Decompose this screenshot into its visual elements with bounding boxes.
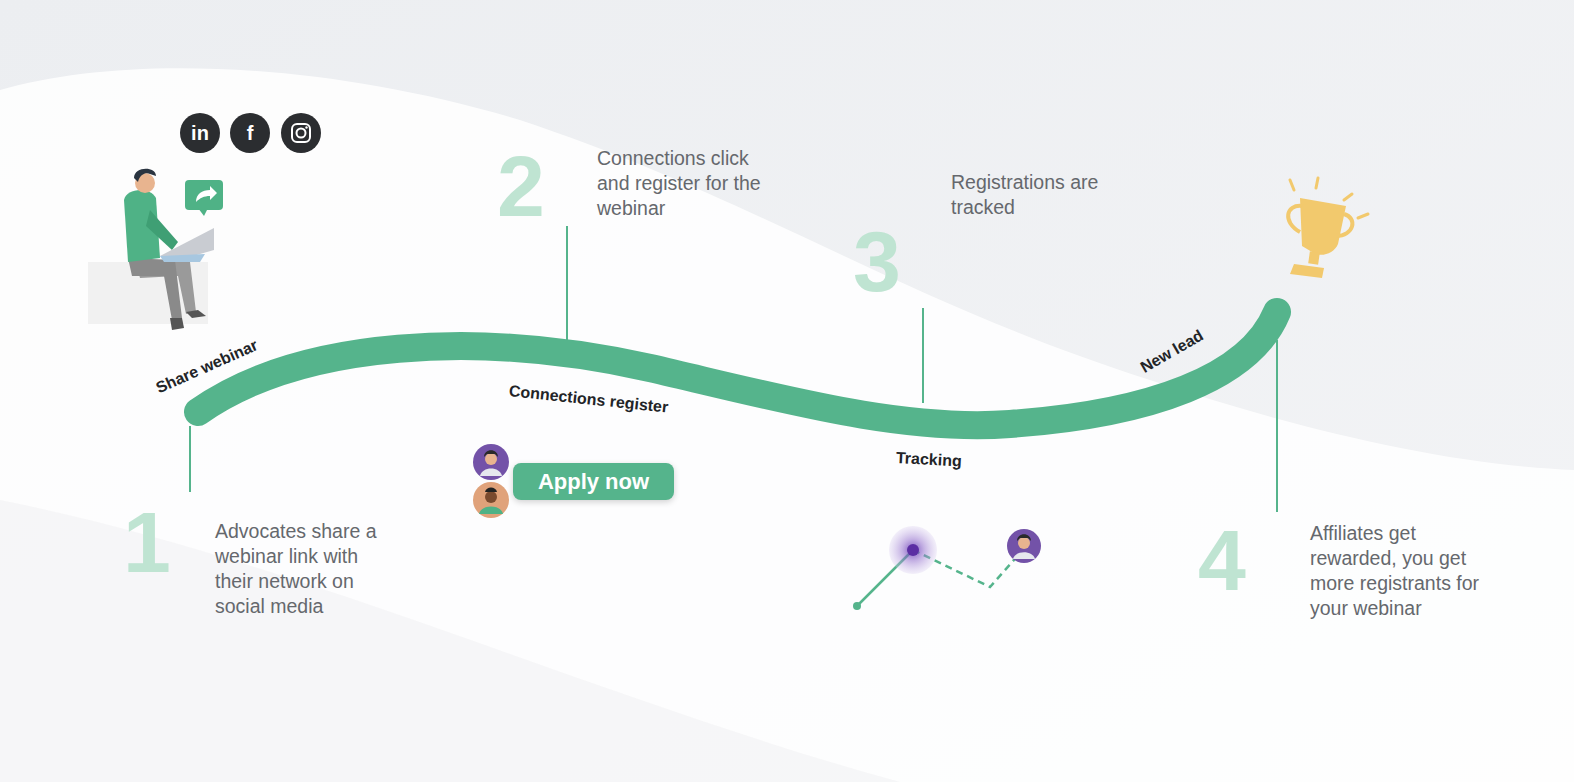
step-number: 2 (497, 143, 545, 229)
step-description: Connections click and register for the w… (597, 146, 777, 221)
journey-path (198, 312, 1277, 425)
facebook-icon: f (230, 113, 270, 153)
avatars (473, 444, 509, 518)
node-text: in (191, 122, 209, 145)
apply-button: Apply now (513, 463, 674, 500)
step-number: 4 (1198, 517, 1246, 603)
node-text: f (247, 122, 254, 145)
person-illustration (88, 169, 223, 330)
instagram-icon (281, 113, 321, 153)
step-number: 1 (123, 499, 171, 585)
path-label: Tracking (896, 449, 963, 470)
trophy-icon (1288, 178, 1368, 278)
step-description: Registrations are tracked (951, 170, 1131, 220)
linkedin-icon: in (180, 113, 220, 153)
tracking-illustration (853, 526, 1041, 610)
step-number: 3 (853, 218, 901, 304)
node-text: Apply now (538, 469, 649, 495)
soft-shade (0, 500, 900, 782)
step-description: Affiliates get rewarded, you get more re… (1310, 521, 1495, 621)
white-wave (0, 68, 1574, 782)
step-description: Advocates share a webinar link with thei… (215, 519, 395, 619)
leader-lines (190, 226, 1277, 512)
